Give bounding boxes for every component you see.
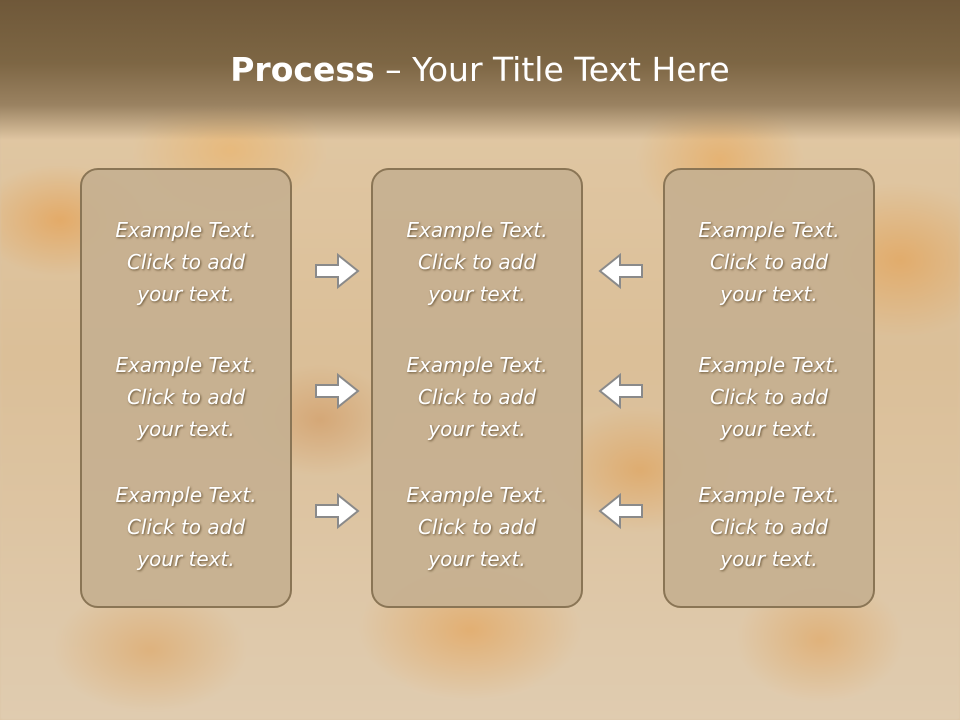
left-arrow-icon bbox=[598, 252, 643, 290]
text-item[interactable]: Example Text. Click to add your text. bbox=[698, 483, 840, 571]
right-arrow-icon bbox=[315, 492, 360, 530]
left-arrow-icon bbox=[598, 492, 643, 530]
title-bar bbox=[0, 0, 960, 140]
right-arrow-icon bbox=[315, 372, 360, 410]
left-arrow-icon bbox=[598, 372, 643, 410]
text-item[interactable]: Example Text. Click to add your text. bbox=[115, 353, 257, 441]
title-rest: – Your Title Text Here bbox=[374, 50, 730, 89]
text-item[interactable]: Example Text. Click to add your text. bbox=[115, 483, 257, 571]
text-item[interactable]: Example Text. Click to add your text. bbox=[115, 218, 257, 306]
text-item[interactable]: Example Text. Click to add your text. bbox=[406, 218, 548, 306]
text-item[interactable]: Example Text. Click to add your text. bbox=[698, 218, 840, 306]
text-item[interactable]: Example Text. Click to add your text. bbox=[698, 353, 840, 441]
text-box-left[interactable]: Example Text. Click to add your text. Ex… bbox=[80, 168, 292, 608]
slide-title[interactable]: Process – Your Title Text Here bbox=[0, 50, 960, 89]
text-item[interactable]: Example Text. Click to add your text. bbox=[406, 353, 548, 441]
text-item[interactable]: Example Text. Click to add your text. bbox=[406, 483, 548, 571]
text-box-middle[interactable]: Example Text. Click to add your text. Ex… bbox=[371, 168, 583, 608]
right-arrow-icon bbox=[315, 252, 360, 290]
text-box-right[interactable]: Example Text. Click to add your text. Ex… bbox=[663, 168, 875, 608]
title-bold: Process bbox=[230, 50, 375, 89]
